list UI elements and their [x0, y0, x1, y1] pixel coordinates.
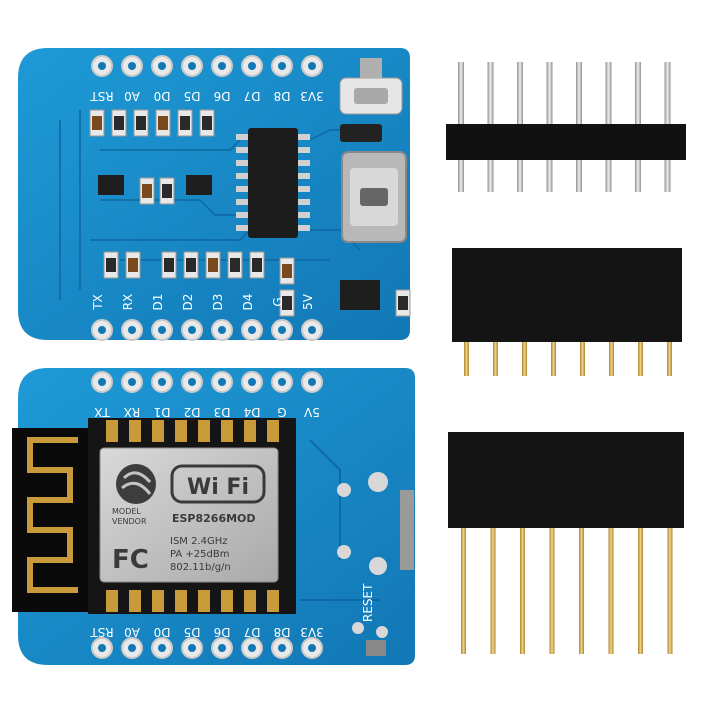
wifi-logo-text: Wi Fi [187, 475, 249, 500]
top-board: RST A0 D0 D5 D6 D7 D8 3V3 TX RX D1 D2 D3 D4 G 5V [18, 48, 411, 341]
bottom-board-labels-top: TX RX D1 D2 D3 D4 G 5V [94, 405, 320, 419]
bottom-label-bottom-8: 3V3 [300, 625, 323, 639]
smd-component [111, 109, 127, 137]
bottom-board: Wi Fi MODEL VENDOR ESP8266MOD FC ISM 2.4… [12, 368, 415, 665]
part-number: ESP8266MOD [172, 512, 256, 525]
smd-component [279, 257, 295, 285]
smd-component [155, 109, 171, 137]
smd-component [161, 251, 177, 279]
pcb-antenna [12, 428, 92, 612]
spec-line-3: 802.11b/g/n [170, 562, 231, 573]
long-female-header [448, 432, 684, 654]
top-label-top-5: D6 [214, 89, 231, 103]
smd-component [199, 109, 215, 137]
smd-component [279, 289, 295, 317]
bottom-label-bottom-7: D8 [274, 625, 291, 639]
esp-shield-can: Wi Fi MODEL VENDOR ESP8266MOD FC ISM 2.4… [99, 447, 279, 583]
reset-silkscreen-label: RESET [361, 583, 375, 622]
top-board-header-row-bottom [91, 319, 323, 341]
bottom-label-top-4: D2 [184, 405, 201, 419]
top-label-bottom-3: D1 [151, 294, 165, 311]
micro-usb-port[interactable] [341, 151, 407, 243]
top-board-smd-components [89, 109, 411, 317]
bottom-label-top-1: TX [94, 405, 111, 419]
smd-component [103, 251, 119, 279]
bottom-reset-button-edge[interactable] [366, 640, 386, 656]
bottom-label-top-5: D3 [214, 405, 231, 419]
bottom-vias [337, 472, 388, 638]
smd-component [249, 251, 265, 279]
male-pin-header [446, 62, 686, 192]
bottom-label-top-3: D1 [154, 405, 171, 419]
bottom-board-header-row-top [91, 371, 323, 393]
bottom-label-bottom-2: A0 [124, 625, 140, 639]
smd-component [139, 177, 155, 205]
smd-component [89, 109, 105, 137]
spec-line-1: ISM 2.4GHz [170, 536, 228, 547]
smd-component [133, 109, 149, 137]
bottom-label-top-8: 5V [303, 405, 320, 419]
top-label-bottom-6: D4 [241, 294, 255, 311]
bottom-board-traces [300, 439, 380, 601]
smd-component [125, 251, 141, 279]
top-board-labels-bottom: TX RX D1 D2 D3 D4 G 5V [91, 293, 315, 310]
top-label-bottom-2: RX [121, 294, 135, 311]
top-label-top-4: D5 [184, 89, 201, 103]
top-transistors [98, 175, 380, 310]
top-label-bottom-4: D2 [181, 294, 195, 311]
smd-component [183, 251, 199, 279]
bottom-label-top-2: RX [124, 405, 141, 419]
top-label-top-1: RST [90, 89, 114, 103]
bottom-label-bottom-1: RST [90, 625, 114, 639]
smd-component [177, 109, 193, 137]
top-label-top-7: D8 [274, 89, 291, 103]
top-board-traces [59, 110, 361, 300]
spec-line-2: PA +25dBm [170, 549, 229, 560]
bottom-board-header-row-bottom [91, 637, 323, 659]
smd-component [395, 289, 411, 317]
top-label-bottom-8: 5V [301, 293, 315, 310]
top-label-top-6: D7 [244, 89, 261, 103]
top-label-bottom-5: D3 [211, 294, 225, 311]
long-female-header-body [448, 432, 684, 528]
short-female-header-body [452, 248, 682, 342]
esp-module-castellations [106, 420, 279, 612]
model-label: MODEL [112, 507, 141, 516]
male-header-body [446, 124, 686, 160]
usb-serial-chip [236, 128, 310, 238]
short-female-header [452, 248, 682, 376]
smd-component [205, 251, 221, 279]
bottom-label-top-6: D4 [244, 405, 261, 419]
bottom-label-bottom-4: D5 [184, 625, 201, 639]
top-label-top-2: A0 [124, 89, 140, 103]
bottom-board-labels-bottom: RST A0 D0 D5 D6 D7 D8 3V3 [90, 625, 324, 639]
top-reset-button[interactable] [339, 58, 403, 115]
bottom-label-bottom-6: D7 [244, 625, 261, 639]
top-label-top-8: 3V3 [300, 89, 323, 103]
bottom-usb-edge [400, 490, 414, 570]
top-label-bottom-1: TX [91, 294, 105, 311]
smd-component [159, 177, 175, 205]
vendor-label: VENDOR [112, 517, 147, 526]
fcc-logo: FC [112, 545, 149, 575]
top-diode [340, 124, 382, 142]
top-board-labels-top: RST A0 D0 D5 D6 D7 D8 3V3 [90, 89, 324, 103]
top-board-header-row-top [91, 55, 323, 77]
bottom-label-bottom-3: D0 [154, 625, 171, 639]
bottom-label-top-7: G [277, 405, 286, 419]
bottom-label-bottom-5: D6 [214, 625, 231, 639]
top-label-top-3: D0 [154, 89, 171, 103]
top-label-bottom-7: G [271, 297, 285, 306]
smd-component [227, 251, 243, 279]
